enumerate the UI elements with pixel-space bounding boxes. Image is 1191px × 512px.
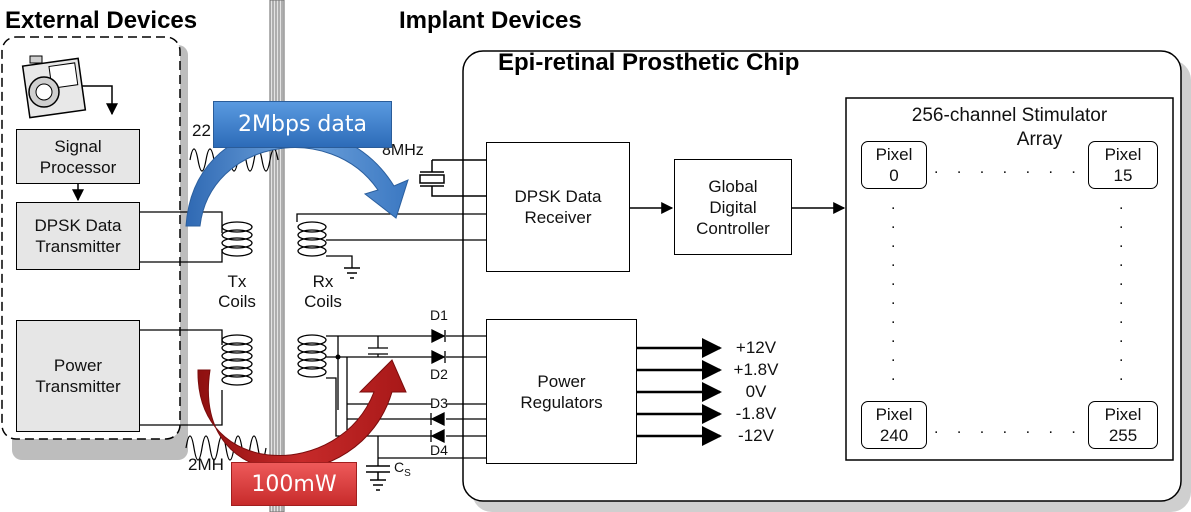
ground-symbol	[344, 267, 360, 279]
dpsk-transmitter-label-2: Transmitter	[35, 237, 121, 256]
dpsk-transmitter-label-1: DPSK Data	[34, 216, 122, 235]
camera-icon	[21, 55, 87, 119]
power-callout: 100mW	[231, 462, 357, 506]
tx-data-coil	[221, 221, 253, 257]
voltage-output-neg-12v: -12V	[738, 426, 774, 445]
data-frequency-label: 22	[192, 121, 211, 140]
rx-data-coil	[297, 221, 327, 257]
crystal-frequency-label: 8MHz	[382, 142, 424, 159]
storage-capacitor	[366, 465, 390, 491]
voltage-output-0v: 0V	[745, 382, 767, 401]
implant-devices-header: Implant Devices	[399, 7, 582, 34]
global-controller-label-3: Controller	[696, 218, 770, 238]
power-carrier-wave	[185, 435, 267, 461]
diode-d4-label: D4	[430, 442, 448, 458]
chip-title: Epi-retinal Prosthetic Chip	[498, 49, 800, 76]
voltage-output-neg-1p8v: -1.8V	[735, 404, 777, 423]
data-carrier-wave	[189, 148, 279, 172]
global-controller-label-1: Global	[708, 176, 758, 196]
rx-power-coil	[297, 334, 327, 378]
diode-d1	[431, 328, 446, 344]
diode-d4	[430, 428, 445, 444]
diode-d2	[431, 349, 446, 365]
data-rate-callout: 2Mbps data	[213, 101, 392, 148]
regulator-output-arrows	[637, 338, 722, 446]
dpsk-receiver-label-1: DPSK Data	[514, 187, 602, 206]
diode-d2-label: D2	[430, 366, 448, 382]
right-column-dots: ..........	[1119, 196, 1124, 384]
power-regulators-label-1: Power	[537, 371, 586, 391]
power-transmitter-label-1: Power	[53, 356, 103, 375]
bottom-row-dots: . . . . . . .	[934, 420, 1083, 437]
tx-power-coil	[221, 334, 253, 386]
power-transmitter-label-2: Transmitter	[35, 377, 121, 396]
capacitor-label: CS	[394, 459, 411, 479]
signal-processor-label-1: Signal	[54, 136, 102, 156]
dpsk-receiver-label-2: Receiver	[524, 208, 592, 227]
external-devices-header: External Devices	[5, 7, 198, 34]
global-controller-label-2: Digital	[709, 197, 757, 217]
top-row-dots: . . . . . . .	[934, 160, 1083, 177]
crystal-oscillator	[419, 159, 486, 197]
data-transfer-arc	[185, 127, 409, 227]
power-transfer-arc	[197, 359, 407, 471]
voltage-output-12v: +12V	[735, 338, 777, 357]
diode-d3	[430, 411, 445, 427]
left-column-dots: ..........	[891, 196, 896, 384]
diode-d1-label: D1	[430, 307, 448, 323]
power-regulators-label-2: Regulators	[520, 392, 603, 412]
signal-processor-label-2: Processor	[39, 157, 117, 177]
power-frequency-label: 2MH	[188, 455, 224, 474]
voltage-output-1p8v: +1.8V	[733, 360, 779, 379]
diode-d3-label: D3	[430, 395, 448, 411]
